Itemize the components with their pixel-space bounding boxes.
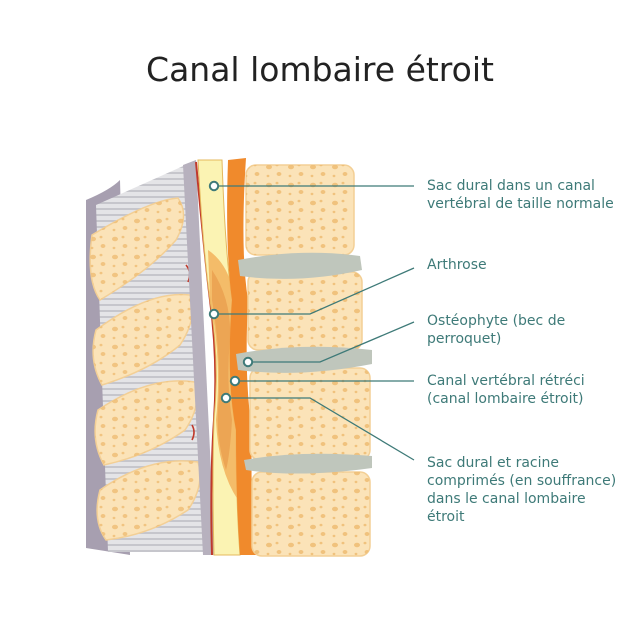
leader-lines (214, 185, 415, 461)
label-normal-dural-sac: Sac dural dans un canal vertébral de tai… (427, 178, 614, 212)
label-compressed-sac: Sac dural et racine comprimés (en souffr… (427, 455, 617, 525)
label-osteophyte: Ostéophyte (bec de perroquet) (427, 313, 566, 347)
label-arthrose: Arthrose (427, 257, 487, 273)
ligamentum-strip (183, 160, 215, 555)
leader-dots (208, 180, 254, 404)
intervertebral-discs (236, 252, 372, 474)
page-title: Canal lombaire étroit (146, 50, 494, 89)
label-narrowed-canal: Canal vertébral rétréci (canal lombaire … (427, 373, 585, 407)
vertebral-bodies (245, 164, 371, 557)
nerve-filament (191, 424, 195, 441)
compression-core (212, 270, 232, 470)
posterior-processes (89, 197, 201, 541)
